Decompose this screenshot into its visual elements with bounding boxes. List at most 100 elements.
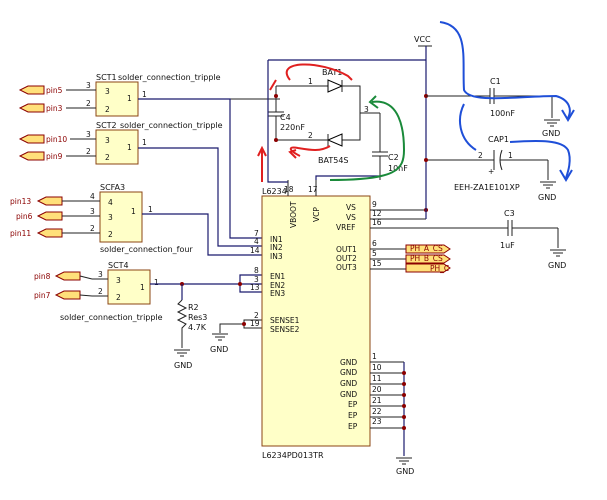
svg-text:OUT1: OUT1 (336, 245, 357, 254)
ic-part: L6234PD013TR (262, 451, 324, 460)
svg-text:21: 21 (372, 396, 382, 405)
svg-text:BAT54S: BAT54S (318, 156, 348, 165)
svg-text:2: 2 (86, 147, 91, 156)
annotation-green-loop (329, 95, 406, 181)
svg-text:pin8: pin8 (34, 272, 51, 281)
svg-text:8: 8 (254, 266, 259, 275)
svg-text:3: 3 (364, 105, 369, 114)
svg-text:3: 3 (108, 213, 113, 222)
svg-text:2: 2 (98, 287, 103, 296)
connector-sct4[interactable]: SCT4 solder_connection_tripple 3 2 1 3 2… (60, 261, 163, 322)
svg-text:SENSE2: SENSE2 (270, 325, 300, 334)
sct2-value: solder_connection_tripple (120, 121, 223, 130)
svg-text:VCP: VCP (312, 207, 321, 222)
gnd-cap1: GND (538, 181, 556, 202)
port-ph-a-cs[interactable]: PH_A_CS (405, 244, 451, 254)
svg-text:20: 20 (372, 385, 382, 394)
svg-text:PH_B_CS: PH_B_CS (410, 254, 443, 263)
svg-text:+: + (488, 167, 494, 176)
svg-text:SENSE1: SENSE1 (270, 316, 300, 325)
svg-text:12: 12 (372, 209, 382, 218)
svg-text:100nF: 100nF (490, 109, 515, 118)
svg-text:pin3: pin3 (46, 104, 63, 113)
annotation-red-loop (257, 63, 353, 182)
svg-text:C1: C1 (490, 77, 501, 86)
svg-text:3: 3 (116, 276, 121, 285)
net-pin6[interactable]: pin6 (16, 211, 84, 221)
svg-text:EN1: EN1 (270, 272, 285, 281)
svg-text:1: 1 (127, 143, 132, 152)
resistor-r2[interactable]: R2 Res3 4.7K (176, 299, 207, 348)
scfa3-ref: SCFA3 (100, 183, 125, 192)
gnd-c3: GND (548, 249, 566, 270)
capacitor-cap1[interactable]: CAP1 EEH-ZA1E101XP 2 1 + (424, 135, 549, 192)
svg-text:2: 2 (254, 311, 259, 320)
svg-text:15: 15 (372, 259, 382, 268)
svg-text:19: 19 (250, 319, 260, 328)
svg-text:3: 3 (86, 81, 91, 90)
capacitor-c4[interactable]: C4 220nF (268, 86, 305, 140)
svg-text:C2: C2 (388, 153, 399, 162)
svg-text:OUT3: OUT3 (336, 263, 357, 272)
svg-text:EP: EP (348, 400, 358, 409)
svg-text:EN3: EN3 (270, 289, 285, 298)
net-pin9[interactable]: pin9 (18, 151, 82, 161)
net-pin7[interactable]: pin7 (34, 290, 93, 300)
ic-l6234[interactable]: L6234 L6234PD013TR 18 17 VBOOT VCP IN1 7… (250, 180, 382, 460)
scfa3-value: solder_connection_four (100, 245, 193, 254)
svg-text:17: 17 (308, 185, 318, 194)
svg-text:1uF: 1uF (500, 241, 515, 250)
svg-text:1: 1 (508, 151, 513, 160)
ic-body (261, 195, 371, 447)
svg-text:1: 1 (131, 207, 136, 216)
diode-bat1[interactable]: BAT1 BAT54S 1 2 3 (276, 68, 380, 165)
vcc-symbol: VCC (414, 35, 432, 219)
svg-text:pin5: pin5 (46, 86, 63, 95)
net-pin10[interactable]: pin10 (18, 134, 82, 144)
svg-text:220nF: 220nF (280, 123, 305, 132)
svg-text:2: 2 (105, 153, 110, 162)
svg-text:VS: VS (346, 203, 356, 212)
svg-text:GND: GND (542, 129, 560, 138)
svg-text:1: 1 (127, 94, 132, 103)
connector-sct1[interactable]: SCT1 solder_connection_tripple 3 2 1 3 2… (82, 73, 280, 117)
svg-text:13: 13 (250, 283, 260, 292)
svg-text:11: 11 (372, 374, 382, 383)
svg-text:BAT1: BAT1 (322, 68, 342, 77)
scfa3-body (99, 191, 143, 243)
gnd-sense: GND (210, 319, 262, 354)
net-pin13[interactable]: pin13 (10, 196, 84, 206)
port-ph-b-cs[interactable]: PH_B_CS (405, 254, 451, 264)
svg-text:EP: EP (348, 411, 358, 420)
svg-text:IN1: IN1 (270, 235, 283, 244)
svg-text:3: 3 (254, 275, 259, 284)
sct1-ref: SCT1 (96, 73, 117, 82)
capacitor-c3[interactable]: C3 1uF (494, 209, 559, 250)
svg-text:VBOOT: VBOOT (289, 201, 298, 228)
svg-text:EEH-ZA1E101XP: EEH-ZA1E101XP (454, 183, 520, 192)
sct1-body (95, 81, 139, 117)
net-pin5[interactable]: pin5 (18, 85, 82, 95)
net-pin11[interactable]: pin11 (10, 228, 84, 238)
svg-text:VCC: VCC (414, 35, 431, 44)
svg-text:2: 2 (90, 224, 95, 233)
svg-text:3: 3 (105, 87, 110, 96)
svg-text:5: 5 (372, 249, 377, 258)
svg-text:EN2: EN2 (270, 281, 285, 290)
charge-pump-wires (267, 59, 426, 183)
sct4-body (107, 269, 151, 305)
connector-sct2[interactable]: SCT2 solder_connection_tripple 3 2 1 3 2… (82, 121, 223, 165)
svg-text:2: 2 (105, 105, 110, 114)
svg-text:7: 7 (254, 229, 259, 238)
net-pin8[interactable]: pin8 (34, 271, 93, 281)
ic-ref: L6234 (262, 187, 287, 196)
svg-text:C4: C4 (280, 113, 291, 122)
svg-text:Res3: Res3 (188, 313, 207, 322)
net-pin3[interactable]: pin3 (18, 103, 82, 113)
connector-scfa3[interactable]: SCFA3 solder_connection_four 4 3 2 1 4 3… (84, 183, 193, 254)
svg-text:1: 1 (308, 77, 313, 86)
capacitor-c2[interactable]: C2 10nF (372, 113, 408, 180)
port-ph-c[interactable]: PH_C (405, 263, 451, 273)
svg-text:EP: EP (348, 422, 358, 431)
